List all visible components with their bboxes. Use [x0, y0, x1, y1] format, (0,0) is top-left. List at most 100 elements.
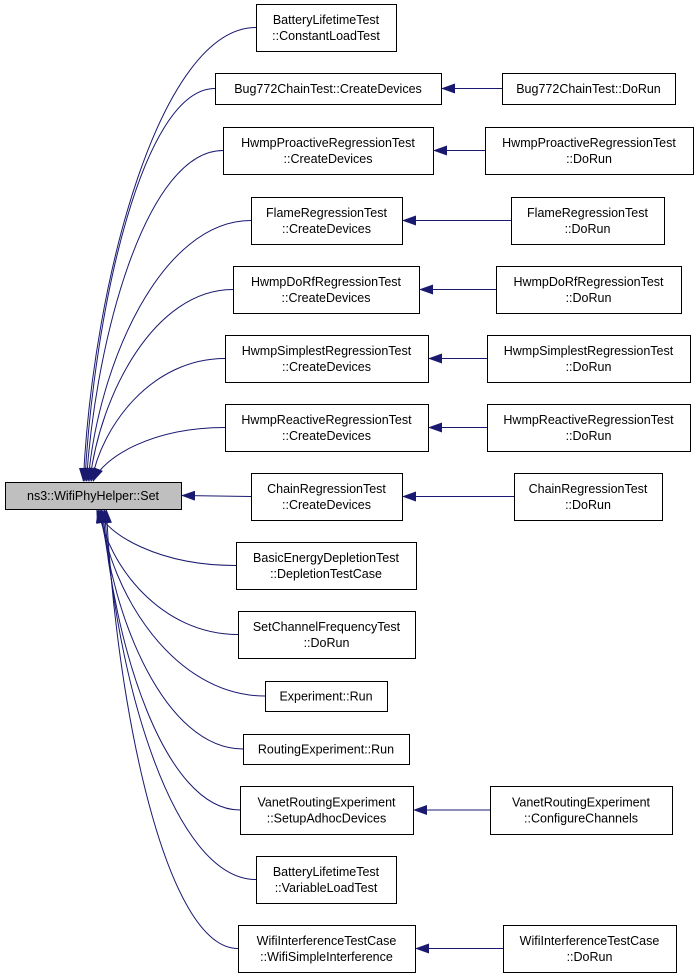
node-label: BatteryLifetimeTest [273, 13, 380, 27]
node-chain-create[interactable]: ChainRegressionTest::CreateDevices [251, 473, 403, 521]
node-hwmp-dorf-create[interactable]: HwmpDoRfRegressionTest::CreateDevices [233, 266, 420, 314]
node-label: Bug772ChainTest::CreateDevices [234, 82, 422, 96]
node-box [502, 73, 676, 105]
node-label: HwmpDoRfRegressionTest [513, 275, 664, 289]
edge-routing-run-to-root [97, 509, 244, 750]
node-box [223, 127, 434, 175]
node-label: ::DoRun [304, 636, 350, 650]
node-box [251, 197, 403, 245]
node-hwmp-reactive-dorun[interactable]: HwmpReactiveRegressionTest::DoRun [487, 404, 691, 452]
node-flame-dorun[interactable]: FlameRegressionTest::DoRun [511, 197, 665, 245]
node-box [225, 404, 429, 452]
edge-battery-constant-to-root [78, 27, 257, 482]
node-box [487, 404, 691, 452]
node-hwmp-dorf-dorun[interactable]: HwmpDoRfRegressionTest::DoRun [496, 266, 682, 314]
node-bug772-create[interactable]: Bug772ChainTest::CreateDevices [215, 73, 442, 105]
node-label: ::CreateDevices [282, 360, 371, 374]
node-box [238, 611, 416, 659]
node-box [503, 925, 677, 973]
node-label: ::DoRun [565, 498, 611, 512]
node-label: ::DepletionTestCase [270, 567, 382, 581]
node-label: ChainRegressionTest [267, 482, 386, 496]
node-label: HwmpProactiveRegressionTest [241, 136, 415, 150]
node-label: ChainRegressionTest [529, 482, 648, 496]
edge-basic-energy-to-root [96, 509, 237, 566]
edge-bug772-create-to-root [80, 88, 216, 482]
node-label: ::DoRun [565, 222, 611, 236]
node-label: ::CreateDevices [282, 498, 371, 512]
edge-hwmp-dorf-create-to-root [86, 289, 234, 482]
node-label: WifiInterferenceTestCase [520, 934, 660, 948]
node-box [251, 473, 403, 521]
node-box [233, 266, 420, 314]
node-label: FlameRegressionTest [527, 206, 648, 220]
node-label: ::DoRun [566, 429, 612, 443]
node-flame-create[interactable]: FlameRegressionTest::CreateDevices [251, 197, 403, 245]
node-hwmp-simplest-create[interactable]: HwmpSimplestRegressionTest::CreateDevice… [225, 335, 429, 383]
node-label: BasicEnergyDepletionTest [253, 551, 399, 565]
node-box [5, 482, 182, 510]
node-label: BatteryLifetimeTest [273, 865, 380, 879]
node-battery-constant[interactable]: BatteryLifetimeTest::ConstantLoadTest [256, 4, 397, 52]
node-label: FlameRegressionTest [266, 206, 387, 220]
node-box [490, 786, 673, 835]
node-label: HwmpProactiveRegressionTest [502, 136, 676, 150]
node-label: ::ConfigureChannels [524, 812, 638, 826]
node-label: ::DoRun [566, 152, 612, 166]
node-label: HwmpDoRfRegressionTest [251, 275, 402, 289]
node-label: HwmpSimplestRegressionTest [242, 344, 412, 358]
node-box [265, 681, 388, 712]
edge-vanet-setup-to-root [98, 509, 241, 811]
node-label: Experiment::Run [279, 690, 372, 704]
node-label: ::DoRun [566, 291, 612, 305]
node-label: RoutingExperiment::Run [258, 743, 394, 757]
node-experiment-run[interactable]: Experiment::Run [265, 681, 388, 712]
node-label: ns3::WifiPhyHelper::Set [27, 489, 160, 503]
node-box [236, 542, 417, 590]
node-box [487, 335, 691, 383]
node-routing-run[interactable]: RoutingExperiment::Run [243, 734, 410, 765]
node-label: Bug772ChainTest::DoRun [516, 82, 661, 96]
node-root[interactable]: ns3::WifiPhyHelper::Set [5, 482, 182, 510]
node-vanet-configure[interactable]: VanetRoutingExperiment::ConfigureChannel… [490, 786, 673, 835]
node-battery-variable[interactable]: BatteryLifetimeTest::VariableLoadTest [256, 856, 397, 904]
node-label: ::CreateDevices [282, 429, 371, 443]
node-bug772-dorun[interactable]: Bug772ChainTest::DoRun [502, 73, 676, 105]
edge-flame-create-to-root [84, 220, 252, 482]
edge-hwmp-simplest-create-to-root [88, 358, 226, 482]
node-hwmp-simplest-dorun[interactable]: HwmpSimplestRegressionTest::DoRun [487, 335, 691, 383]
node-label: HwmpReactiveRegressionTest [241, 413, 412, 427]
node-wifi-interference-dorun[interactable]: WifiInterferenceTestCase::DoRun [503, 925, 677, 973]
edge-hwmp-proactive-create-to-root [82, 150, 224, 482]
node-box [240, 786, 414, 835]
node-hwmp-reactive-create[interactable]: HwmpReactiveRegressionTest::CreateDevice… [225, 404, 429, 452]
node-box [215, 73, 442, 105]
node-wifi-interference[interactable]: WifiInterferenceTestCase::WifiSimpleInte… [238, 925, 416, 973]
node-box [256, 856, 397, 904]
node-label: ::WifiSimpleInterference [260, 950, 393, 964]
node-chain-dorun[interactable]: ChainRegressionTest::DoRun [514, 473, 663, 521]
node-hwmp-proactive-create[interactable]: HwmpProactiveRegressionTest::CreateDevic… [223, 127, 434, 175]
node-label: HwmpSimplestRegressionTest [504, 344, 674, 358]
node-label: ::CreateDevices [282, 291, 371, 305]
node-box [225, 335, 429, 383]
node-label: ::SetupAdhocDevices [267, 812, 387, 826]
node-label: WifiInterferenceTestCase [257, 934, 397, 948]
node-box [514, 473, 663, 521]
node-label: ::DoRun [566, 360, 612, 374]
edge-set-channel-to-root [95, 509, 239, 635]
node-basic-energy[interactable]: BasicEnergyDepletionTest::DepletionTestC… [236, 542, 417, 590]
node-label: ::VariableLoadTest [275, 881, 378, 895]
node-label: ::CreateDevices [282, 222, 371, 236]
node-label: VanetRoutingExperiment [257, 796, 396, 810]
edges-layer [78, 27, 514, 954]
node-box [238, 925, 416, 973]
node-set-channel[interactable]: SetChannelFrequencyTest::DoRun [238, 611, 416, 659]
node-box [511, 197, 665, 245]
node-box [256, 4, 397, 52]
node-box [243, 734, 410, 765]
node-vanet-setup[interactable]: VanetRoutingExperiment::SetupAdhocDevice… [240, 786, 414, 835]
node-label: ::CreateDevices [284, 152, 373, 166]
edge-hwmp-reactive-create-to-root [92, 427, 226, 482]
node-hwmp-proactive-dorun[interactable]: HwmpProactiveRegressionTest::DoRun [485, 127, 694, 175]
